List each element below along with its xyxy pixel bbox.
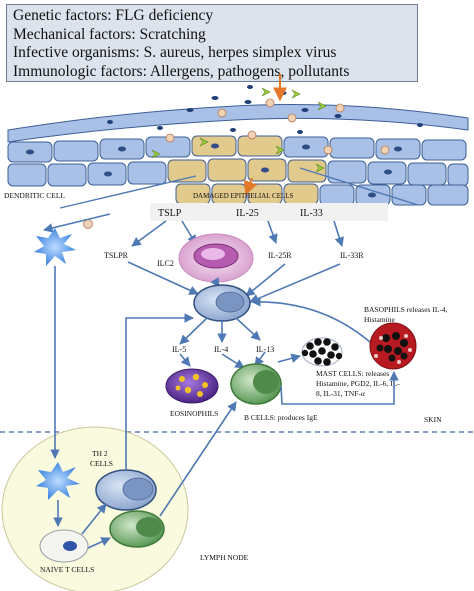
mast-arrow xyxy=(277,353,301,363)
il13-label: IL-13 xyxy=(256,345,274,354)
th2-label-line1: TH 2 xyxy=(92,449,108,458)
naive-t-cell xyxy=(39,529,89,563)
ilc2-cell xyxy=(178,233,254,283)
infective-organisms-text: Infective organisms: S. aureus, herpes s… xyxy=(13,44,337,61)
dendritic-cell xyxy=(34,228,76,266)
mast-label-line2: Histamine, PGD2, IL-6, IL- xyxy=(316,379,400,388)
central-th2-cell xyxy=(193,284,251,322)
il33-label: IL-33 xyxy=(300,208,323,219)
basophil-cell xyxy=(369,322,417,370)
damage-arrows xyxy=(243,74,287,196)
cytokine-band xyxy=(150,203,388,221)
surface-particles xyxy=(83,85,423,229)
skin-label: SKIN xyxy=(424,415,442,424)
lymph-b-cell xyxy=(109,510,165,548)
ige-basophil-arrow xyxy=(280,371,399,405)
mast-label-line3: 8, IL-31, TNF-α xyxy=(316,389,365,398)
il33r-label: IL-33R xyxy=(340,251,364,260)
il4-label: IL-4 xyxy=(214,345,228,354)
b-cell xyxy=(230,363,282,405)
basophils-label-line1: BASOPHILS releases IL-4, xyxy=(364,305,448,314)
basophils-label-line2: Histamine xyxy=(364,315,395,324)
immunologic-factors-text: Immunologic factors: Allergens, pathogen… xyxy=(13,62,350,80)
th2-label-line2: CELLS xyxy=(90,459,113,468)
activation-arrows xyxy=(127,261,371,343)
b-cells-label: B CELLS: produces IgE xyxy=(244,413,318,422)
risk-factors-box: Genetic factors: FLG deficiency Mechanic… xyxy=(6,4,418,82)
lymph-dendritic-cell xyxy=(36,462,80,500)
mast-cell xyxy=(301,337,343,367)
lymph-node-arrows xyxy=(81,313,237,549)
mechanical-factors-text: Mechanical factors: Scratching xyxy=(13,25,206,43)
tslp-label: TSLP xyxy=(158,208,182,219)
il25-label: IL-25 xyxy=(236,208,259,219)
eosinophils-label: EOSINOPHILS xyxy=(170,409,218,418)
eosinophil-cell xyxy=(165,368,219,404)
lymph-th2-cell xyxy=(95,469,157,511)
tslpr-label: TSLPR xyxy=(104,251,129,260)
naive-t-label: NAIVE T CELLS xyxy=(40,565,94,574)
genetic-factors-text: Genetic factors: FLG deficiency xyxy=(13,7,214,24)
epithelial-layer xyxy=(7,104,469,206)
lymph-node-label: LYMPH NODE xyxy=(200,553,249,562)
damaged-epithelial-label: DAMAGED EPITHELIAL CELLS xyxy=(193,192,294,200)
ilc2-label: ILC2 xyxy=(157,259,174,268)
il25r-label: IL-25R xyxy=(268,251,292,260)
dendritic-cell-label: DENDRITIC CELL xyxy=(4,191,65,200)
il5-label: IL-5 xyxy=(172,345,186,354)
interleukin-arrows xyxy=(179,317,266,369)
mast-label-line1: MAST CELLS: releases xyxy=(316,369,389,378)
dendritic-process xyxy=(43,167,419,233)
